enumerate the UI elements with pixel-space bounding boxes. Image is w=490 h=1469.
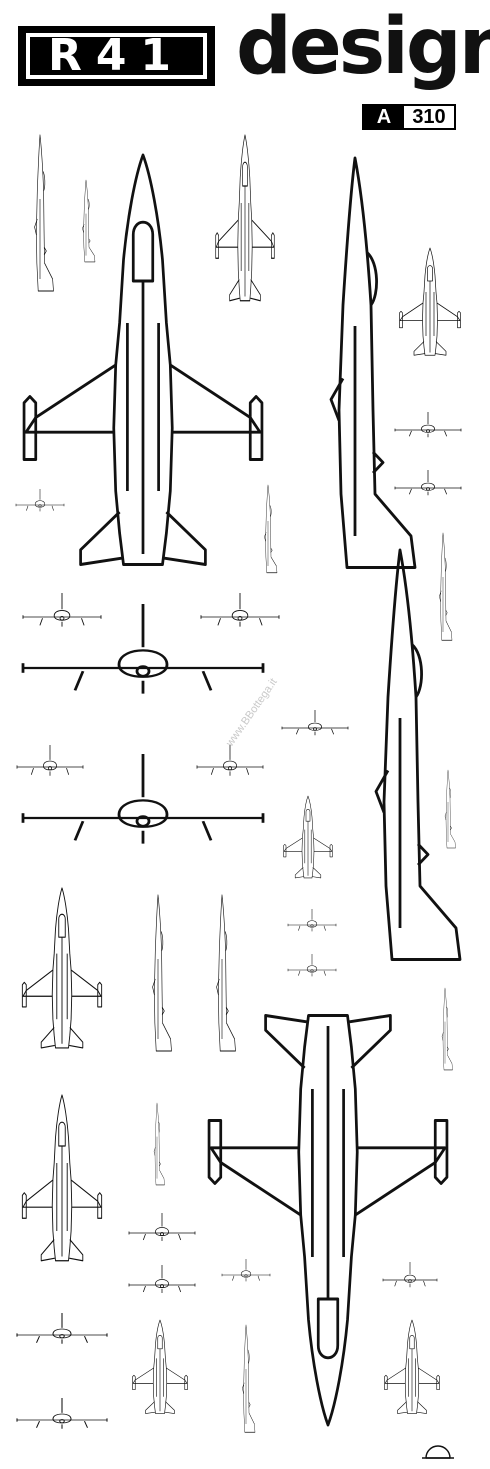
aircraft-top-view-medium xyxy=(21,887,103,1049)
aircraft-front-view-mini xyxy=(16,1312,108,1345)
aircraft-front-view-mini xyxy=(287,908,337,932)
r41-logo-text: R41 xyxy=(26,33,207,79)
aircraft-top-view-medium xyxy=(215,134,275,302)
aircraft-front-view-mini xyxy=(394,411,462,438)
sheet-code-badge: A 310 xyxy=(362,104,456,130)
aircraft-front-view-small xyxy=(196,744,264,777)
sunburst-icon xyxy=(422,1445,454,1459)
aircraft-front-view-mini xyxy=(16,1397,108,1430)
aircraft-side-view-small xyxy=(264,484,278,574)
aircraft-front-view-small xyxy=(200,592,280,628)
aircraft-front-view-mini xyxy=(394,469,462,496)
aircraft-front-view-mini xyxy=(15,488,65,512)
aircraft-front-view-mini xyxy=(128,1264,196,1294)
aircraft-side-view-small xyxy=(152,894,173,1052)
aircraft-top-view-medium xyxy=(21,1094,103,1262)
aircraft-top-view-medium xyxy=(399,247,461,356)
aircraft-top-view-large-2 xyxy=(207,1014,449,1427)
aircraft-side-view-small xyxy=(34,134,55,292)
aircraft-front-view xyxy=(21,602,265,695)
aircraft-side-view-large xyxy=(329,156,417,569)
aircraft-front-view-mini xyxy=(221,1258,271,1282)
aircraft-side-view-small xyxy=(82,179,96,263)
aircraft-front-view-small xyxy=(16,744,84,777)
aircraft-side-view-small xyxy=(441,987,453,1071)
aircraft-side-view-large-2 xyxy=(374,548,462,961)
aircraft-front-view-mini xyxy=(287,953,337,977)
aircraft-side-view-small xyxy=(153,1102,165,1186)
aircraft-side-view-small xyxy=(242,1324,256,1433)
aircraft-side-view-small xyxy=(439,532,453,641)
aircraft-front-view-mini xyxy=(128,1212,196,1242)
aircraft-front-view-2 xyxy=(21,752,265,845)
aircraft-side-view-small xyxy=(216,894,237,1052)
aircraft-top-view-small xyxy=(384,1319,440,1414)
aircraft-top-view-small xyxy=(132,1319,188,1414)
sheet-code-letter: A xyxy=(364,106,404,128)
aircraft-front-view-mini xyxy=(382,1261,438,1288)
sheet-code-number: 310 xyxy=(412,106,446,128)
aircraft-side-view-small xyxy=(444,769,456,849)
brand-word: design xyxy=(236,2,490,92)
aircraft-top-view-small xyxy=(283,795,333,879)
aircraft-top-view-large xyxy=(22,153,264,566)
aircraft-front-view-mini xyxy=(281,709,349,736)
aircraft-front-view-small xyxy=(22,592,102,628)
